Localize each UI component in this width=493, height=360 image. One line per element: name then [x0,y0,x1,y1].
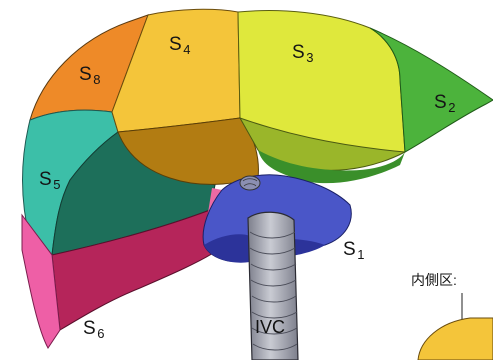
ivc-label: IVC [255,318,285,336]
segment-s8-label: S8 [79,65,101,84]
segment-s5-label: S5 [39,170,61,189]
inset-label: 内側区: [411,273,457,287]
inset-liver-fragment [418,318,493,360]
segment-s4-label: S4 [169,35,191,54]
segment-s3-label: S3 [292,43,314,62]
segment-s2-label: S2 [434,93,456,112]
hepatic-vein-opening [240,176,260,190]
segment-s6-label: S6 [83,319,105,338]
segment-s1-label: S1 [343,240,365,259]
